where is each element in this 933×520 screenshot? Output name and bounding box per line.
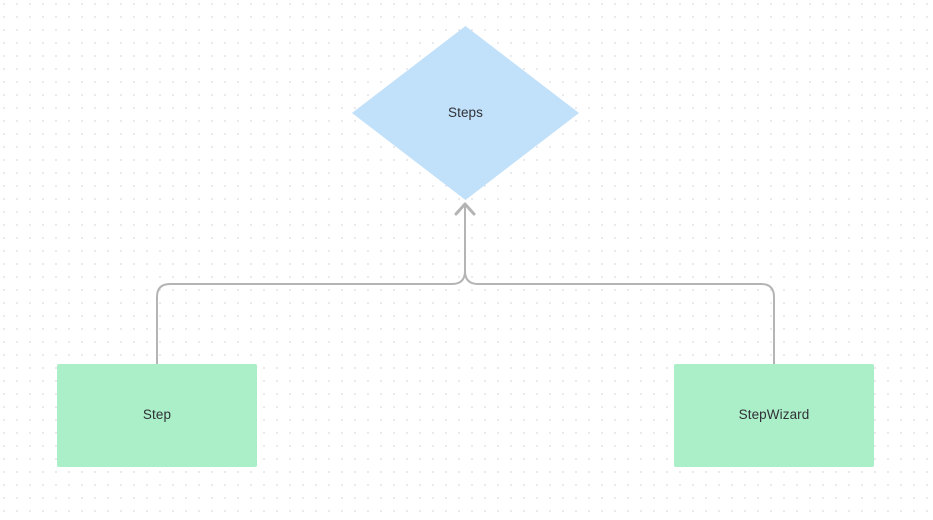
- node-steps-label: Steps: [447, 104, 484, 120]
- edge-stepwizard-to-steps: [464, 205, 775, 365]
- node-stepwizard-label: StepWizard: [738, 407, 810, 423]
- edge-step-to-steps: [156, 205, 466, 365]
- node-stepwizard[interactable]: StepWizard: [674, 364, 874, 467]
- node-step[interactable]: Step: [57, 364, 257, 467]
- node-step-label: Step: [142, 407, 172, 423]
- arrowhead-up-icon: [454, 202, 476, 216]
- node-steps[interactable]: Steps: [352, 26, 579, 200]
